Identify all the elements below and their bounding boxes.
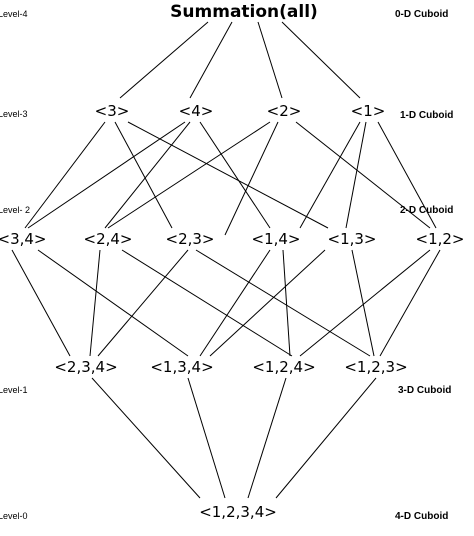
cuboid-2d-label: 2-D Cuboid [400, 205, 453, 216]
edge-4-34 [27, 121, 186, 229]
level-1-label: Level-1 [0, 385, 28, 395]
edge-all-3 [119, 21, 209, 99]
edge-1-12 [377, 121, 437, 229]
level-4-label: Level-4 [0, 9, 28, 19]
node-234: <2,3,4> [54, 358, 117, 376]
cuboid-1d-label: 1-D Cuboid [400, 110, 453, 121]
node-134: <1,3,4> [150, 358, 213, 376]
edge-13-123 [351, 249, 375, 357]
edge-124-1234 [247, 377, 287, 499]
node-all: Summation(all) [170, 2, 318, 22]
edge-12-124 [299, 249, 431, 357]
cuboid-4d-label: 4-D Cuboid [395, 511, 448, 522]
edge-23-123 [195, 249, 371, 357]
edge-all-1 [281, 21, 361, 99]
edge-2-23 [224, 121, 279, 236]
level-3-label: Level-3 [0, 109, 28, 119]
node-123: <1,2,3> [344, 358, 407, 376]
level-0-label: Level-0 [0, 511, 28, 521]
node-1234: <1,2,3,4> [199, 503, 277, 521]
lattice-nodes: Summation(all) <3> <4> <2> <1> <3,4> <2,… [0, 2, 465, 521]
node-2: <2> [267, 102, 302, 120]
node-124: <1,2,4> [252, 358, 315, 376]
edge-34-234 [11, 249, 71, 357]
edge-13-134 [209, 249, 326, 357]
level-2-label: Level- 2 [0, 205, 30, 215]
node-4: <4> [179, 102, 214, 120]
edge-all-2 [257, 21, 283, 99]
edge-1-13 [345, 121, 367, 229]
edge-23-234 [97, 249, 189, 357]
cuboid-labels: 0-D Cuboid 1-D Cuboid 2-D Cuboid 3-D Cub… [395, 9, 453, 522]
node-1: <1> [351, 102, 386, 120]
cuboid-3d-label: 3-D Cuboid [398, 385, 451, 396]
edge-4-24 [104, 121, 191, 229]
node-12: <1,2> [416, 230, 465, 248]
edge-2-24 [107, 121, 271, 229]
edge-3-34 [24, 121, 106, 229]
edge-24-234 [89, 249, 101, 357]
edge-1-14 [299, 121, 361, 229]
cuboid-0d-label: 0-D Cuboid [395, 9, 448, 20]
edge-123-1234 [275, 377, 377, 499]
edge-12-123 [379, 249, 441, 357]
edge-134-1234 [187, 377, 226, 499]
edge-3-13 [127, 121, 329, 229]
node-24: <2,4> [84, 230, 133, 248]
edge-2-12 [295, 121, 431, 229]
edge-24-124 [121, 249, 293, 357]
node-14: <1,4> [252, 230, 301, 248]
node-34: <3,4> [0, 230, 47, 248]
node-13: <1,3> [328, 230, 377, 248]
edge-14-134 [199, 249, 271, 357]
edge-34-134 [37, 249, 189, 357]
edge-14-124 [282, 249, 291, 357]
edge-234-1234 [91, 377, 201, 499]
node-23: <2,3> [166, 230, 215, 248]
edge-3-23 [114, 121, 173, 229]
level-labels: Level-4 Level-3 Level- 2 Level-1 Level-0 [0, 9, 30, 521]
node-3: <3> [95, 102, 130, 120]
edge-all-4 [189, 21, 233, 99]
edge-4-14 [199, 121, 271, 229]
lattice-edges [11, 21, 441, 499]
